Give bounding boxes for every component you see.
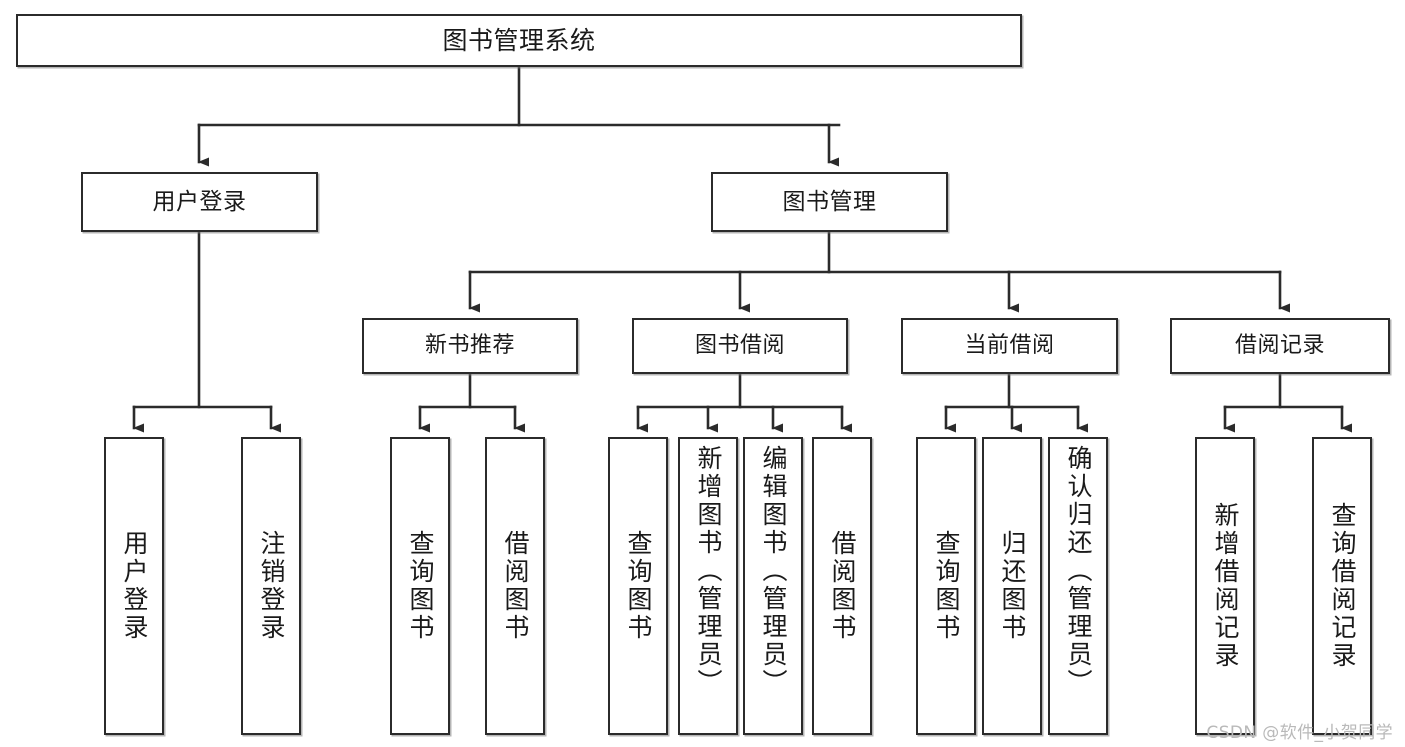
node-book-management-label: 图书管理 bbox=[782, 188, 877, 215]
leaf-node-label: 查询图书 bbox=[406, 530, 435, 642]
leaf-node-label: 新增图书（管理员） bbox=[694, 445, 723, 697]
node-book-borrow-label: 图书借阅 bbox=[694, 333, 785, 359]
csdn-watermark: CSDN @软件_小贺同学 bbox=[1206, 723, 1393, 743]
leaf-node[interactable]: 新增图书（管理员） bbox=[678, 437, 738, 735]
leaf-node[interactable]: 注销登录 bbox=[241, 437, 301, 735]
leaf-node[interactable]: 借阅图书 bbox=[485, 437, 545, 735]
leaf-node-label: 查询借阅记录 bbox=[1328, 502, 1357, 670]
leaf-node-label: 归还图书 bbox=[998, 530, 1027, 642]
leaf-node-label: 用户登录 bbox=[120, 530, 149, 642]
leaf-node-label: 新增借阅记录 bbox=[1211, 502, 1240, 670]
leaf-node[interactable]: 归还图书 bbox=[982, 437, 1042, 735]
node-user-login[interactable]: 用户登录 bbox=[81, 172, 318, 232]
node-current-borrow-label: 当前借阅 bbox=[964, 333, 1055, 359]
leaf-node-label: 借阅图书 bbox=[501, 530, 530, 642]
node-book-management[interactable]: 图书管理 bbox=[711, 172, 948, 232]
leaf-node[interactable]: 确认归还（管理员） bbox=[1048, 437, 1108, 735]
node-root[interactable]: 图书管理系统 bbox=[16, 14, 1022, 67]
leaf-node-label: 查询图书 bbox=[932, 530, 961, 642]
leaf-node[interactable]: 查询图书 bbox=[608, 437, 668, 735]
leaf-node[interactable]: 查询借阅记录 bbox=[1312, 437, 1372, 735]
leaf-node-label: 确认归还（管理员） bbox=[1064, 445, 1093, 697]
leaf-node[interactable]: 用户登录 bbox=[104, 437, 164, 735]
node-new-book-recommend-label: 新书推荐 bbox=[424, 333, 515, 359]
leaf-node-label: 查询图书 bbox=[624, 530, 653, 642]
node-user-login-label: 用户登录 bbox=[152, 188, 247, 215]
node-root-label: 图书管理系统 bbox=[442, 26, 596, 55]
node-borrow-record-label: 借阅记录 bbox=[1234, 333, 1325, 359]
node-new-book-recommend[interactable]: 新书推荐 bbox=[362, 318, 578, 374]
node-current-borrow[interactable]: 当前借阅 bbox=[901, 318, 1118, 374]
leaf-node[interactable]: 查询图书 bbox=[916, 437, 976, 735]
leaf-node-label: 借阅图书 bbox=[828, 530, 857, 642]
leaf-node[interactable]: 编辑图书（管理员） bbox=[743, 437, 803, 735]
node-borrow-record[interactable]: 借阅记录 bbox=[1170, 318, 1390, 374]
leaf-node-label: 注销登录 bbox=[257, 530, 286, 642]
leaf-node[interactable]: 借阅图书 bbox=[812, 437, 872, 735]
leaf-node-label: 编辑图书（管理员） bbox=[759, 445, 788, 697]
node-book-borrow[interactable]: 图书借阅 bbox=[632, 318, 848, 374]
leaf-node[interactable]: 查询图书 bbox=[390, 437, 450, 735]
leaf-node[interactable]: 新增借阅记录 bbox=[1195, 437, 1255, 735]
